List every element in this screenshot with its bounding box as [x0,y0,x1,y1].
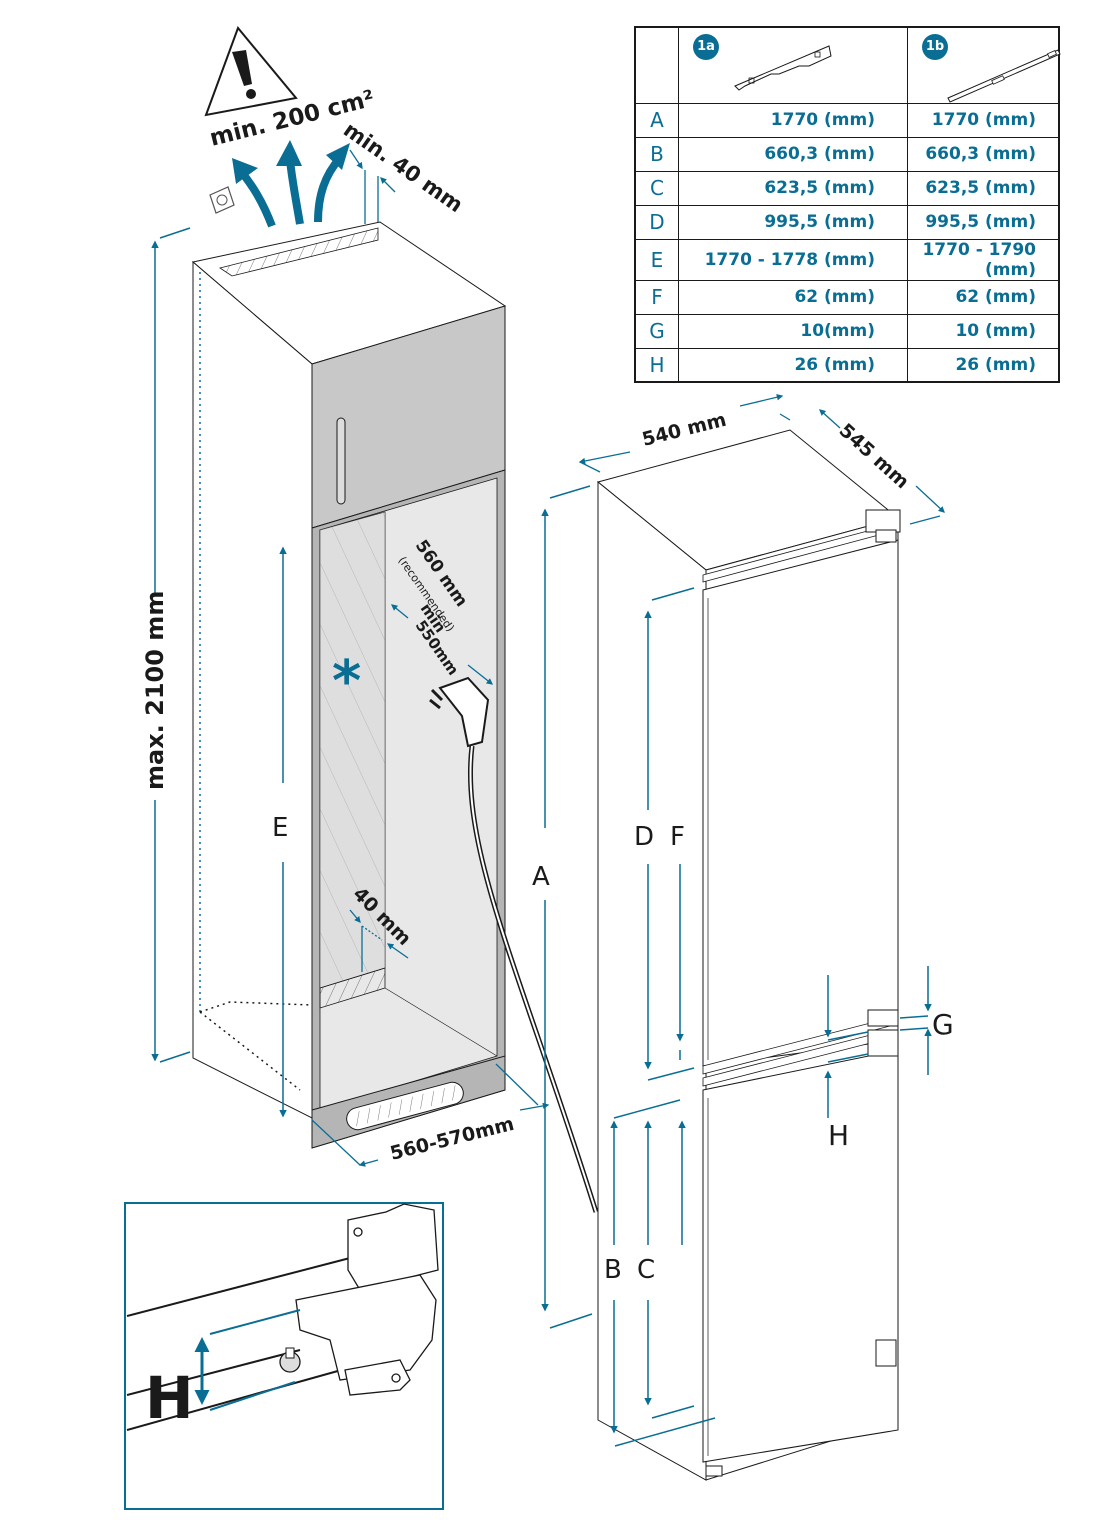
hinge-detail-h-label: H [145,1364,194,1432]
value-1a: 62 (mm) [678,279,908,315]
dimension-c-label: C [637,1255,655,1285]
dimension-d [644,587,695,1081]
value-1a: 26 (mm) [678,347,908,383]
table-row: E 1770 - 1778 (mm) 1770 - 1790 (mm) [634,238,1060,281]
column-1b-header: 1b [907,26,1061,104]
hinge-icon [705,509,901,1477]
dimension-e-label: E [272,813,288,843]
mounting-rail-1b-icon [947,49,1061,103]
table-row: G 10(mm) 10 (mm) [634,313,1060,349]
dimension-b-label: B [604,1255,622,1285]
value-1a: 623,5 (mm) [678,170,908,206]
mounting-rail-1a-icon [734,45,832,91]
power-plug-icon [429,676,490,748]
top-gap-dimension [349,149,396,224]
dimension-spec-table: 1a 1b A 1770 (mm) 1770 (mm) B 660,3 (mm)… [634,26,1061,383]
airflow-arrows-icon [232,140,350,228]
cabinet-width-dimension [311,1063,550,1167]
dimension-g-label: G [932,1008,954,1041]
fridge-depth-dimension [819,409,945,525]
dimension-a-label: A [532,862,550,892]
value-1a: 10(mm) [678,313,908,349]
value-1b: 1770 (mm) [907,102,1060,138]
badge-1a: 1a [693,34,719,61]
row-letter: A [634,102,679,138]
table-row: H 26 (mm) 26 (mm) [634,347,1060,383]
cabinet-width-label: 560-570mm [388,1113,516,1165]
table-row: A 1770 (mm) 1770 (mm) [634,102,1060,138]
row-letter: F [634,279,679,315]
dimension-h-label: H [828,1119,849,1152]
value-1a: 995,5 (mm) [678,204,908,240]
table-row: D 995,5 (mm) 995,5 (mm) [634,204,1060,240]
fridge-width-label: 540 mm [640,409,729,451]
value-1b: 1770 - 1790 (mm) [907,238,1060,281]
table-row: F 62 (mm) 62 (mm) [634,279,1060,315]
built-in-fridge [596,429,901,1481]
power-socket-icon [209,186,235,214]
dimension-h [824,975,869,1118]
row-letter: G [634,313,679,349]
badge-1b: 1b [922,34,948,61]
row-letter: H [634,347,679,383]
value-1a: 1770 - 1778 (mm) [678,238,908,281]
table-corner-cell [634,26,679,104]
column-1a-header: 1a [678,26,908,104]
table-row: C 623,5 (mm) 623,5 (mm) [634,170,1060,206]
value-1a: 660,3 (mm) [678,136,908,172]
kitchen-cabinet [191,221,507,1149]
dimension-f-label: F [670,822,685,852]
table-header-row: 1a 1b [634,26,1061,104]
depth-dimension [390,604,494,685]
adjustment-screw-icon [279,1347,301,1373]
value-1b: 26 (mm) [907,347,1060,383]
row-letter: C [634,170,679,206]
door-handle-icon [336,417,346,505]
value-1b: 995,5 (mm) [907,204,1060,240]
row-letter: D [634,204,679,240]
top-gap-label: min. 40 mm [339,117,467,217]
fridge-width-dimension [578,394,791,473]
value-1a: 1770 (mm) [678,102,908,138]
hinge-icon [295,1203,439,1396]
cabinet-height-dimension [151,227,191,1063]
value-1b: 10 (mm) [907,313,1060,349]
ventilation-grille-icon [346,1081,464,1131]
cabinet-height-label: max. 2100 mm [141,591,169,790]
row-letter: E [634,238,679,281]
row-letter: B [634,136,679,172]
table-row: B 660,3 (mm) 660,3 (mm) [634,136,1060,172]
dimension-a [541,485,593,1329]
dimension-d-label: D [634,822,654,852]
value-1b: 660,3 (mm) [907,136,1060,172]
hinge-detail-panel [124,1202,444,1510]
rear-gap-dimension [349,909,409,972]
dimension-b [610,1099,716,1447]
value-1b: 623,5 (mm) [907,170,1060,206]
dimension-g [899,966,932,1075]
dimension-c [644,1120,695,1419]
asterisk-marker: * [332,649,361,714]
value-1b: 62 (mm) [907,279,1060,315]
warning-triangle-icon [204,26,298,117]
